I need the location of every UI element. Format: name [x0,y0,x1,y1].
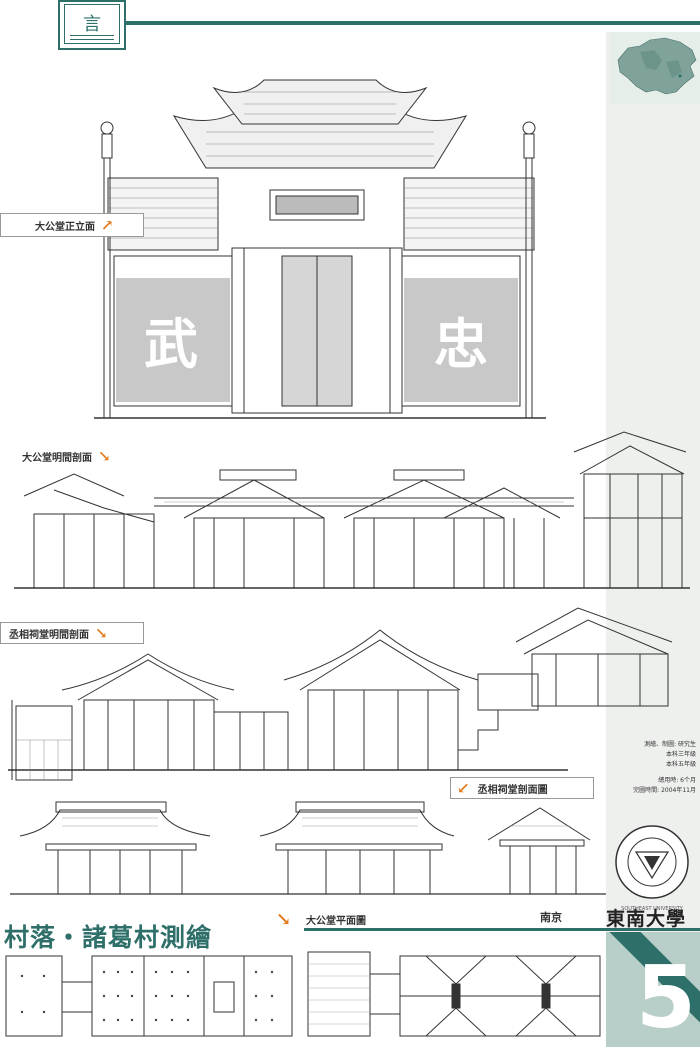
small-elevations-drawing [10,801,606,895]
university-name: 東南大學 [606,908,687,930]
floor-plan-roof-drawing [307,951,601,1037]
seal-text: SOUTHEAST UNIVERSITY [621,906,683,912]
plan-label-arrow-icon: ↘ [276,909,292,930]
label-chengxiang-section2: ↙丞相祠堂剖面圖 [450,777,594,799]
dagongtang-section-drawing [14,431,690,589]
university-seal-icon [615,825,689,899]
page-number-block: 5 [606,932,700,1047]
arrow-icon: ↘ [98,447,111,465]
logo-char: 言 [83,14,101,35]
front-elevation-drawing [94,79,546,419]
credit-line: 總用時: 6个月 [658,777,696,784]
city-name: 南京 [540,911,562,924]
arrow-icon: ↘ [95,624,108,642]
floor-plan-left-drawing [5,955,293,1037]
wall-char-left: 武 [144,312,198,376]
top-rule [126,21,700,25]
label-front-elevation: 大公堂正立面↗ [0,213,144,237]
label-dagongtang-plan: 大公堂平面圖 [306,916,366,927]
logo-stamp: 言 [58,0,126,50]
arrow-icon: ↗ [101,216,114,234]
credit-line: 本科五年級 [665,761,696,768]
arrow-icon: ↙ [457,779,470,797]
wall-char-right: 忠 [434,312,488,376]
label-chengxiang-section: 丞相祠堂明間剖面↘ [0,622,144,644]
china-map-icon [610,32,700,104]
credit-line: 完圖時間: 2004年11月 [633,787,696,794]
credit-line: 本科三年級 [665,751,696,758]
label-dagongtang-section: 大公堂明間剖面↘ [0,446,142,466]
bottom-rule [304,928,700,931]
credits-block: 測繪、制圖: 研究生 本科三年級 本科五年級 總用時: 6个月 完圖時間: 20… [612,740,696,796]
page-number: 5 [636,948,696,1047]
chengxiang-section-drawing [8,607,673,781]
credit-line: 測繪、制圖: 研究生 [644,741,696,748]
page-title: 村落・諸葛村測繪 [4,923,213,952]
